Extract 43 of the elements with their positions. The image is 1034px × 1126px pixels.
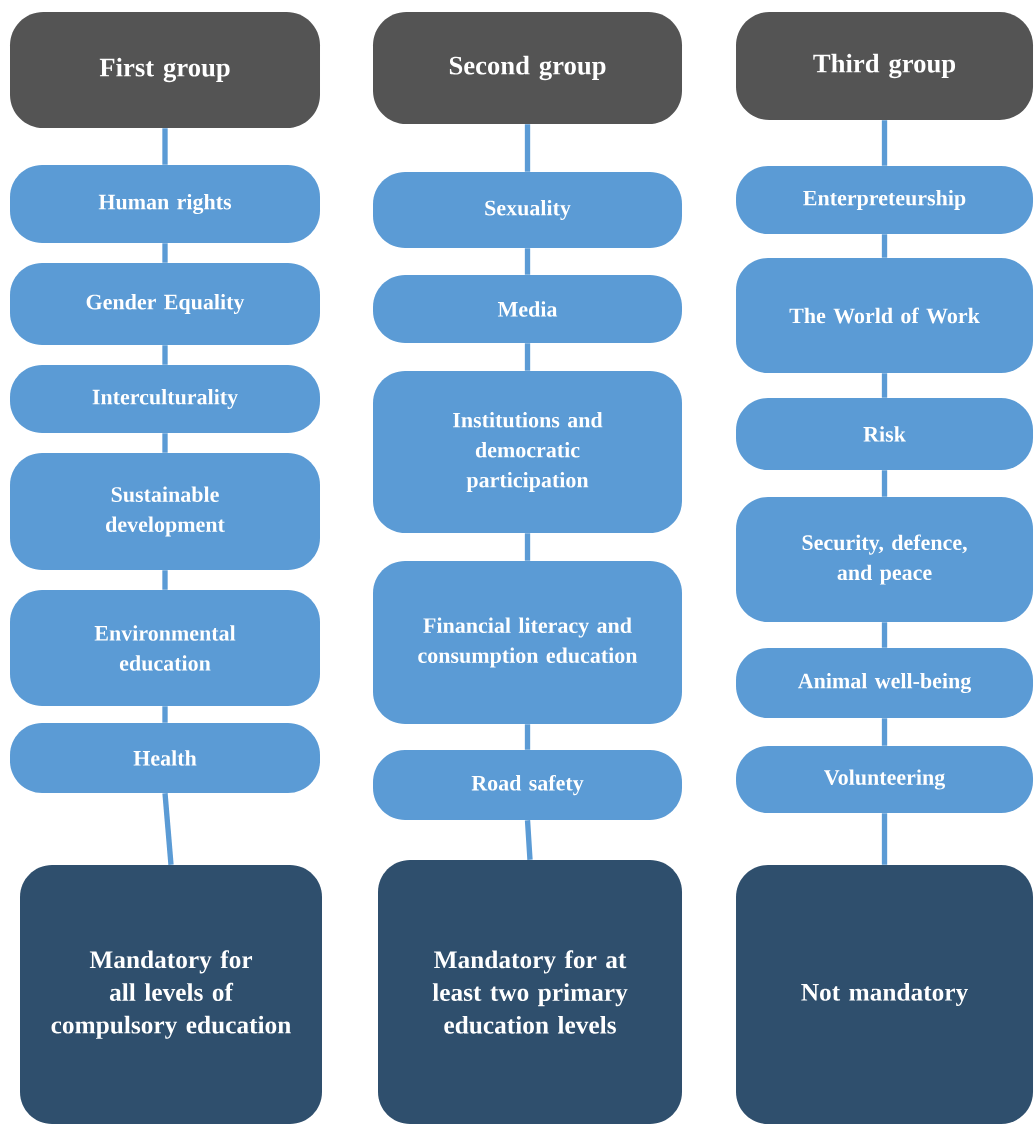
topic-box: Security, defence, and peace [736,497,1033,622]
connector-line [524,820,533,860]
connector-line [524,533,531,561]
connector-line [524,248,531,275]
topic-box: The World of Work [736,258,1033,373]
topic-box: Institutions and democratic participation [373,371,682,533]
connector-line [524,343,531,371]
connector-line [162,706,168,723]
topic-box: Animal well-being [736,648,1033,718]
connector-line [162,243,168,263]
connector-line [162,570,168,590]
connector-line [524,124,531,172]
connector-line [524,724,531,750]
connector-line [881,718,888,746]
connector-line [162,345,168,365]
connector-line [881,622,888,648]
connector-line [881,373,888,398]
status-box: Mandatory for at least two primary education levels [378,860,682,1124]
status-box: Not mandatory [736,865,1033,1124]
topic-box: Risk [736,398,1033,470]
status-box: Mandatory for all levels of compulsory education [20,865,322,1124]
topic-box: Interculturality [10,365,320,433]
topic-box: Gender Equality [10,263,320,345]
group-header: Second group [373,12,682,124]
topic-box: Volunteering [736,746,1033,813]
topic-box: Sustainable development [10,453,320,570]
group-header: First group [10,12,320,128]
connector-line [881,813,888,865]
topic-box: Media [373,275,682,343]
connector-line [881,120,888,166]
topic-box: Enterpreteurship [736,166,1033,234]
connector-line [162,128,168,165]
connector-line [162,433,168,453]
topic-box: Road safety [373,750,682,820]
connector-line [881,470,888,497]
topic-box: Human rights [10,165,320,243]
topic-box: Sexuality [373,172,682,248]
topic-box: Environmental education [10,590,320,706]
group-header: Third group [736,12,1033,120]
connector-line [881,234,888,258]
connector-line [162,793,174,865]
topic-box: Financial literacy and consumption education [373,561,682,724]
topic-box: Health [10,723,320,793]
